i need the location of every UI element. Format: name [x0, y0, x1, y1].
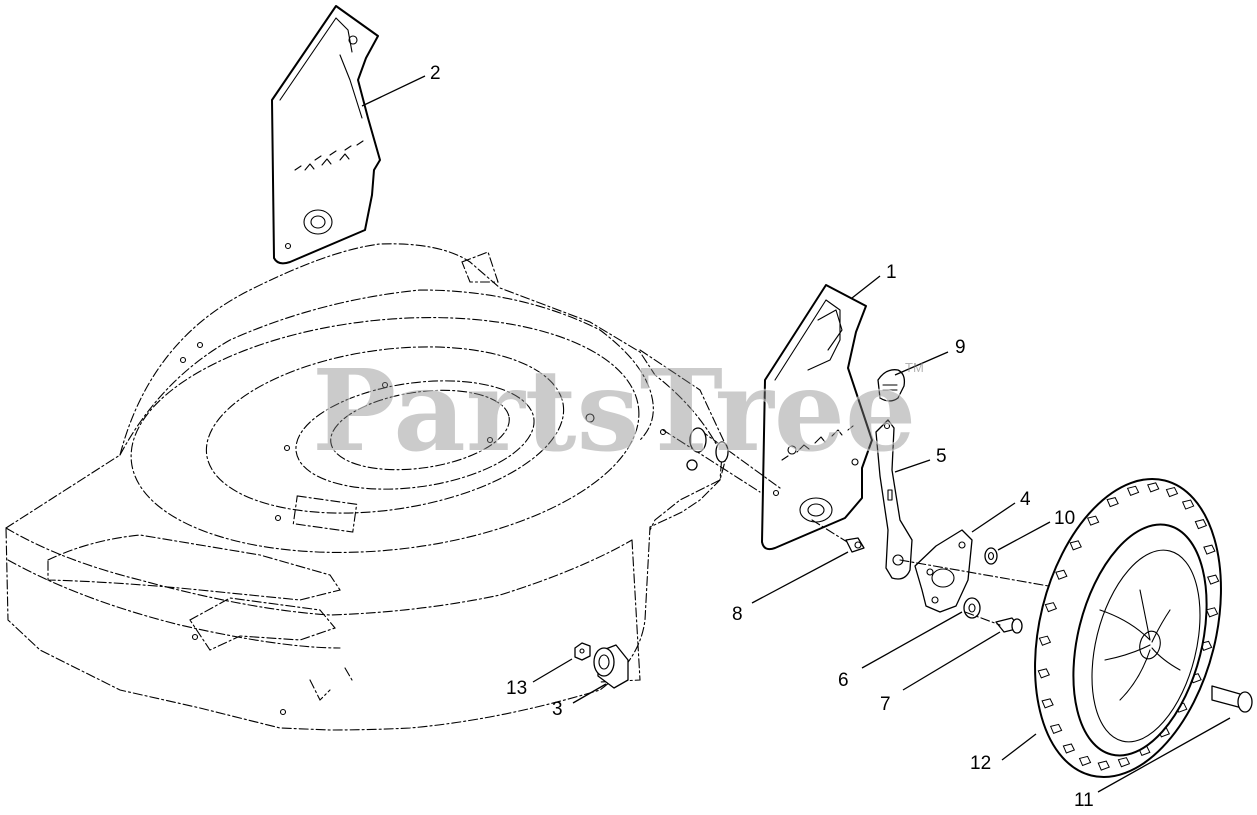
callout-9: 9	[955, 337, 966, 358]
tread-block	[1207, 574, 1220, 585]
axle-pin	[659, 427, 781, 493]
tread-block	[1126, 485, 1140, 496]
callout-3: 3	[552, 699, 563, 720]
part-9-knob	[877, 369, 906, 402]
part-4-pivot-plate	[914, 529, 973, 613]
callout-13: 13	[506, 678, 527, 699]
watermark-text: PartsTree	[312, 346, 916, 477]
watermark: PartsTree TM	[311, 345, 924, 479]
callout-8: 8	[732, 604, 743, 625]
tread-block	[1038, 635, 1052, 646]
tread-block	[1106, 497, 1119, 508]
callout-11: 11	[1074, 790, 1094, 811]
callout-5: 5	[936, 446, 947, 467]
axis-line	[899, 559, 1061, 589]
callout-1: 1	[886, 262, 897, 283]
watermark-trademark: TM	[905, 360, 924, 375]
part-2-height-bracket	[271, 5, 381, 265]
tread-block	[1194, 519, 1208, 530]
tread-block	[1165, 486, 1179, 498]
callout-labels: 2 1 9 5 4 10 8 6 7 12 11 3 13	[430, 63, 1094, 811]
tread-block	[1117, 757, 1131, 768]
tread-block	[1203, 544, 1216, 555]
tread-block	[1078, 755, 1092, 767]
callout-4: 4	[1020, 489, 1031, 510]
callout-6: 6	[838, 670, 849, 691]
tread-block	[1086, 515, 1100, 526]
tread-block	[1069, 540, 1082, 551]
tread-block	[1097, 760, 1110, 771]
tread-block	[1041, 698, 1054, 709]
wheel-tread	[1037, 482, 1220, 771]
tread-block	[1205, 607, 1219, 618]
tread-block	[1049, 723, 1063, 735]
tread-block	[1062, 743, 1076, 754]
tread-block	[1044, 602, 1058, 613]
tread-block	[1147, 482, 1160, 493]
part-7-bolt	[995, 617, 1023, 634]
callout-2: 2	[430, 63, 441, 84]
tread-block	[1037, 668, 1050, 679]
callout-12: 12	[970, 753, 991, 774]
part-8-bolt	[811, 519, 865, 553]
part-12-wheel	[1034, 477, 1222, 779]
callout-10: 10	[1054, 508, 1075, 529]
axis-line-2	[964, 611, 1001, 626]
callout-7: 7	[880, 694, 891, 715]
part-10-washer	[984, 547, 998, 565]
tread-block	[1055, 569, 1068, 580]
part-11-bolt	[1211, 685, 1253, 713]
part-3-bushing	[593, 644, 629, 689]
tread-block	[1181, 499, 1195, 510]
part-13-nut	[574, 642, 591, 661]
part-1-height-bracket	[761, 284, 873, 551]
leader-lines	[361, 75, 1231, 793]
